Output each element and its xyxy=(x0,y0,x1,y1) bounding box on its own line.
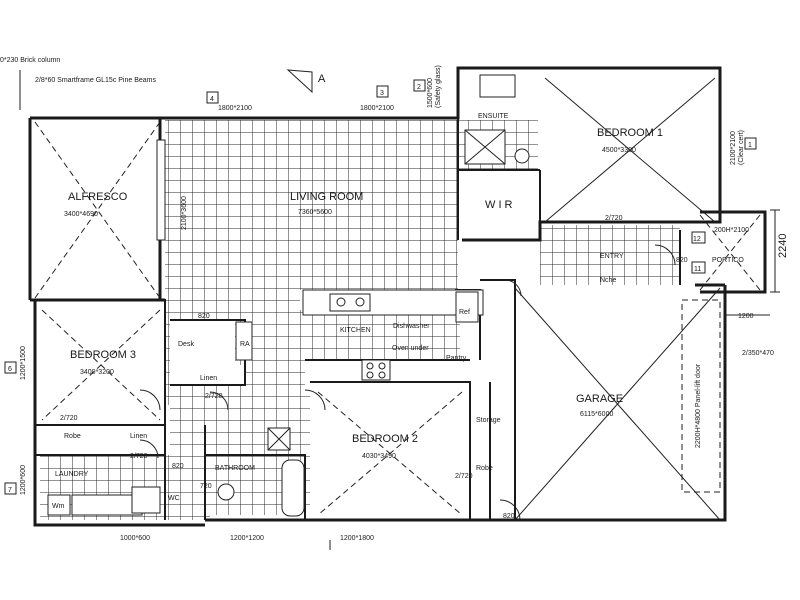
room-living-size: 7360*5600 xyxy=(298,209,332,216)
room-bedroom-3-size: 3400*3200 xyxy=(80,369,114,376)
ensuite-toilet xyxy=(514,148,530,164)
window-markers: 4 3 2 1 6 7 12 11 xyxy=(4,79,757,495)
label-oven: Oven under xyxy=(392,345,429,352)
tiled-floor xyxy=(40,120,680,520)
room-alfresco: ALFRESCO xyxy=(68,191,128,203)
room-portico: PORTICO xyxy=(712,257,744,264)
label-niche: Nche xyxy=(600,277,616,284)
laundry-tub xyxy=(131,486,161,514)
room-bedroom-1: BEDROOM 1 xyxy=(597,127,663,139)
label-garage-door: 2200H*4800 Panel-lift door xyxy=(695,363,702,448)
label-ref: Ref xyxy=(459,309,470,316)
north-label: A xyxy=(318,73,326,85)
label-desk: Desk xyxy=(178,341,194,348)
dim-laundry-window: 1200*600 xyxy=(20,465,27,495)
room-entry: ENTRY xyxy=(600,253,624,260)
dim-window-4: 1800*2100 xyxy=(218,105,252,112)
dimension-labels: 1800*2100 1800*2100 1200 2/350*470 1000*… xyxy=(60,105,774,542)
room-bedroom-3: BEDROOM 3 xyxy=(70,349,136,361)
label-dishwasher: Dishwasher xyxy=(393,323,430,330)
ensuite-vanity xyxy=(479,74,516,98)
bathtub xyxy=(281,459,305,517)
dim-alfresco-door: 2100*3600 xyxy=(181,196,188,230)
room-wir: W I R xyxy=(485,199,513,211)
label-pantry: Pantry xyxy=(446,355,467,362)
sliding-door xyxy=(156,139,166,241)
label-linen-2: Linen xyxy=(130,433,147,440)
cooktop xyxy=(361,359,391,381)
ra-unit xyxy=(235,321,253,361)
door-swings xyxy=(139,244,676,521)
dimension-lines xyxy=(19,70,780,550)
dim-bottom-3: 1200*1800 xyxy=(340,535,374,542)
dim-bedroom-3-window: 1200*1500 xyxy=(20,346,27,380)
marker-2: 2 xyxy=(417,84,421,91)
dim-bedroom-1-window: 2100*2100 xyxy=(730,131,737,165)
dim-window-3: 1800*2100 xyxy=(360,105,394,112)
marker-11: 11 xyxy=(694,266,701,273)
room-diagonals xyxy=(34,77,761,521)
label-wc: WC xyxy=(168,495,180,502)
dim-bottom-2: 1200*1200 xyxy=(230,535,264,542)
dim-safety-note: (Safety glass) xyxy=(435,65,442,108)
label-portico-window: 200H*2100 xyxy=(714,227,749,234)
dim-safety-window: 1500*600 xyxy=(427,78,434,108)
dim-door-10: 720 xyxy=(200,483,212,490)
dim-door-2: 2/720 xyxy=(60,415,78,422)
dim-entry: 2240 xyxy=(777,234,789,258)
room-bathroom: BATHROOM xyxy=(215,465,255,472)
washing-machine xyxy=(47,494,71,516)
room-bedroom-1-size: 4500*3300 xyxy=(602,147,636,154)
room-ensuite: ENSUITE xyxy=(478,113,509,120)
marker-12: 12 xyxy=(693,236,701,243)
dim-door-3: 2/720 xyxy=(130,453,148,460)
label-wm: Wm xyxy=(52,503,65,510)
room-garage-size: 6115*6000 xyxy=(580,411,613,418)
beams-note: 2/8*60 Smartframe GL15c Pine Beams xyxy=(35,77,157,84)
dim-portico-window: 2/350*470 xyxy=(742,350,774,357)
brick-column-note: 0*230 Brick column xyxy=(0,57,60,64)
label-ra: RA xyxy=(240,341,250,348)
garage-door xyxy=(681,299,721,493)
fixture-labels: Desk RA Linen Linen Robe Robe Storage Pa… xyxy=(52,227,749,510)
dim-portico: 1200 xyxy=(738,313,754,320)
dim-door-5: 2/720 xyxy=(605,215,623,222)
marker-7: 7 xyxy=(8,487,12,494)
room-laundry: LAUNDRY xyxy=(55,471,89,478)
dim-door-1: 820 xyxy=(198,313,210,320)
dim-door-9: 820 xyxy=(676,257,688,264)
marker-6: 6 xyxy=(8,366,12,373)
toilet xyxy=(217,483,235,501)
dim-bedroom-1-note: (Clear cert) xyxy=(738,130,745,165)
room-living: LIVING ROOM xyxy=(290,191,363,203)
marker-1: 1 xyxy=(748,142,752,149)
label-storage: Storage xyxy=(476,417,501,424)
room-alfresco-size: 3400*4690 xyxy=(64,211,98,218)
room-labels: ALFRESCO 3400*4690 LIVING ROOM 7360*5600… xyxy=(55,113,744,478)
label-robe-2: Robe xyxy=(476,465,493,472)
fridge-space xyxy=(455,291,479,323)
dim-door-7: 820 xyxy=(503,513,515,520)
label-linen-1: Linen xyxy=(200,375,217,382)
marker-4: 4 xyxy=(210,96,214,103)
fixtures xyxy=(47,74,530,517)
north-arrow: A xyxy=(286,69,326,94)
room-bedroom-2-size: 4030*3490 xyxy=(362,453,396,460)
room-garage: GARAGE xyxy=(576,393,623,405)
room-kitchen: KITCHEN xyxy=(340,327,371,334)
label-robe-1: Robe xyxy=(64,433,81,440)
marker-3: 3 xyxy=(380,90,384,97)
dim-door-8: 820 xyxy=(172,463,184,470)
dim-door-4: 2/720 xyxy=(205,393,223,400)
room-bedroom-2: BEDROOM 2 xyxy=(352,433,418,445)
dim-door-6: 2/720 xyxy=(455,473,473,480)
dim-bottom-1: 1000*600 xyxy=(120,535,150,542)
